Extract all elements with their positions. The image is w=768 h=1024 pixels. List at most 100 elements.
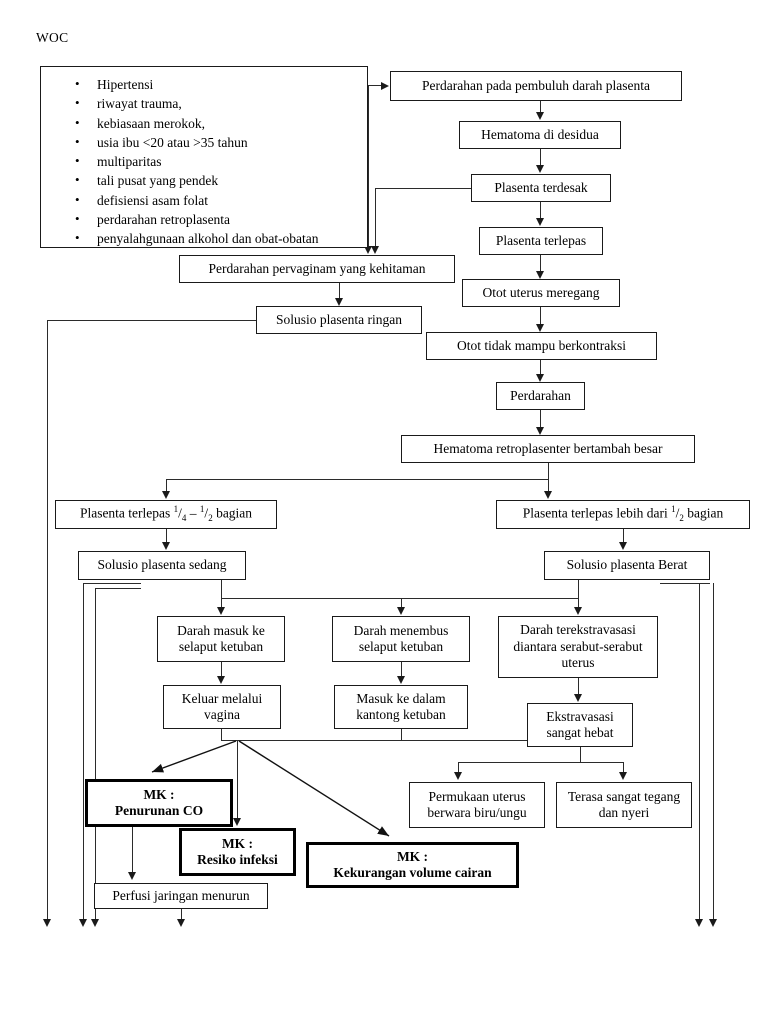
- node-hematoma-retroplasenter: Hematoma retroplasenter bertambah besar: [401, 435, 695, 463]
- connector-split-left: [166, 479, 168, 492]
- risk-factors-list: Hipertensi riwayat trauma, kebiasaan mer…: [51, 74, 357, 249]
- terlepas-lebih-suffix: bagian: [683, 505, 724, 521]
- connector-lebih-berat: [623, 529, 625, 542]
- arrowhead-down-icon: [708, 919, 717, 927]
- connector-terekstravasasi-ekstravasasi: [578, 678, 580, 694]
- connector-darahmasuk-keluarvagina: [221, 662, 223, 676]
- arrowhead-down-icon: [370, 246, 379, 254]
- list-item: tali pusat yang pendek: [75, 170, 357, 190]
- connector-terdesak-left: [375, 188, 471, 190]
- node-otot-meregang: Otot uterus meregang: [462, 279, 620, 307]
- page-title: WOC: [36, 30, 69, 45]
- right-rail-1: [699, 583, 701, 920]
- list-item: perdarahan retroplasenta: [75, 209, 357, 229]
- node-mk-penurunan-co: MK : Penurunan CO: [85, 779, 233, 827]
- arrowhead-down-icon: [535, 324, 544, 332]
- terlepas-suffix: bagian: [212, 505, 253, 521]
- list-item: Hipertensi: [75, 74, 357, 94]
- node-keluar-vagina: Keluar melalui vagina: [163, 685, 281, 729]
- mk-value: Resiko infeksi: [197, 852, 278, 867]
- list-item: kebiasaan merokok,: [75, 113, 357, 133]
- connector-terdesak-left-down: [375, 188, 377, 246]
- arrowhead-down-icon: [216, 607, 225, 615]
- connector-meregang-kontraksi: [540, 307, 542, 324]
- arrowhead-down-icon: [396, 676, 405, 684]
- fraction-dash: –: [186, 505, 200, 521]
- connector-to-permukaan-biru: [458, 762, 460, 773]
- list-item: penyalahgunaan alkohol dan obat-obatan: [75, 228, 357, 248]
- connector-menembus-kantong: [401, 662, 403, 676]
- connector-hematomaretro-down: [548, 463, 550, 479]
- arrowhead-down-icon: [232, 818, 241, 826]
- left-rail-3: [95, 588, 97, 920]
- arrowhead-down-icon: [694, 919, 703, 927]
- fraction-quarter: 1/4: [173, 504, 187, 524]
- node-mk-kekurangan-volume-cairan: MK : Kekurangan volume cairan: [306, 842, 519, 888]
- arrowhead-down-icon: [573, 607, 582, 615]
- node-ekstravasasi-hebat: Ekstravasasi sangat hebat: [527, 703, 633, 747]
- connector-collector-bar: [221, 740, 527, 742]
- arrowhead-down-icon: [573, 694, 582, 702]
- node-permukaan-biru: Permukaan uterus berwara biru/ungu: [409, 782, 545, 828]
- connector-to-darah-terekstravasasi: [578, 598, 580, 607]
- left-rail-2: [83, 583, 85, 920]
- connector-perdarahan-hematomaretro: [540, 410, 542, 427]
- mk-value: Penurunan CO: [114, 803, 204, 818]
- connector-split-right: [548, 479, 550, 492]
- list-item: multiparitas: [75, 151, 357, 171]
- fraction-half-b: 1/2: [671, 504, 684, 524]
- mk-label: MK :: [143, 786, 175, 802]
- arrowhead-down-icon: [216, 676, 225, 684]
- arrowhead-down-icon: [535, 427, 544, 435]
- node-darah-menembus-selaput: Darah menembus selaput ketuban: [332, 616, 470, 662]
- connector-sedang-down: [221, 580, 223, 598]
- connector-keluarvagina-down: [221, 729, 223, 741]
- arrowhead-down-icon: [618, 772, 627, 780]
- right-rail-2: [713, 583, 715, 920]
- risk-factors-box: Hipertensi riwayat trauma, kebiasaan mer…: [40, 66, 368, 248]
- node-masuk-kantong-ketuban: Masuk ke dalam kantong ketuban: [334, 685, 468, 729]
- mk-value: Kekurangan volume cairan: [333, 865, 492, 880]
- node-perfusi-jaringan-menurun: Perfusi jaringan menurun: [94, 883, 268, 909]
- arrowhead-down-icon: [535, 218, 544, 226]
- arrowhead-right-icon: [381, 81, 389, 90]
- arrowhead-down-icon: [176, 919, 185, 927]
- node-solusio-sedang: Solusio plasenta sedang: [78, 551, 246, 580]
- connector-junction-to-resikoinfeksi: [237, 740, 239, 819]
- node-perdarahan: Perdarahan: [496, 382, 585, 410]
- node-solusio-berat: Solusio plasenta Berat: [544, 551, 710, 580]
- node-terasa-tegang-nyeri: Terasa sangat tegang dan nyeri: [556, 782, 692, 828]
- arrowhead-down-icon: [543, 491, 552, 499]
- arrowhead-down-icon: [535, 271, 544, 279]
- connector-hematoma-terdesak: [540, 149, 542, 165]
- connector-terdesak-terlepas: [540, 202, 542, 218]
- connector-to-terasa-tegang: [623, 762, 625, 773]
- arrowhead-down-icon: [396, 607, 405, 615]
- node-perdarahan-pervaginam: Perdarahan pervaginam yang kehitaman: [179, 255, 455, 283]
- mk-label: MK :: [396, 848, 429, 864]
- node-hematoma-desidua: Hematoma di desidua: [459, 121, 621, 149]
- arrowhead-down-icon: [334, 298, 343, 306]
- node-solusio-ringan: Solusio plasenta ringan: [256, 306, 422, 334]
- connector-berat-down: [578, 580, 580, 599]
- diagonal-to-penurunan-co: [151, 740, 237, 773]
- connector-risk-to-perdarahan: [368, 85, 382, 87]
- arrowhead-down-icon: [161, 542, 170, 550]
- arrowhead-down-icon: [161, 491, 170, 499]
- connector-kantong-down: [401, 729, 403, 741]
- arrowhead-down-icon: [535, 112, 544, 120]
- connector-to-darah-masuk: [221, 598, 223, 607]
- arrowhead-down-icon: [42, 919, 51, 927]
- fraction-half-a: 1/2: [199, 504, 213, 524]
- connector-split-bar: [166, 479, 549, 481]
- node-terlepas-lebih-setengah: Plasenta terlepas lebih dari 1/2 bagian: [496, 500, 750, 529]
- list-item: riwayat trauma,: [75, 93, 357, 113]
- connector-pembuluh-hematoma: [540, 101, 542, 113]
- connector-kontraksi-perdarahan: [540, 360, 542, 374]
- connector-ringan-to-left-rail: [47, 320, 257, 322]
- arrowhead-down-icon: [453, 772, 462, 780]
- arrowhead-down-icon: [535, 165, 544, 173]
- list-item: defisiensi asam folat: [75, 190, 357, 210]
- connector-perfusi-down: [181, 909, 183, 921]
